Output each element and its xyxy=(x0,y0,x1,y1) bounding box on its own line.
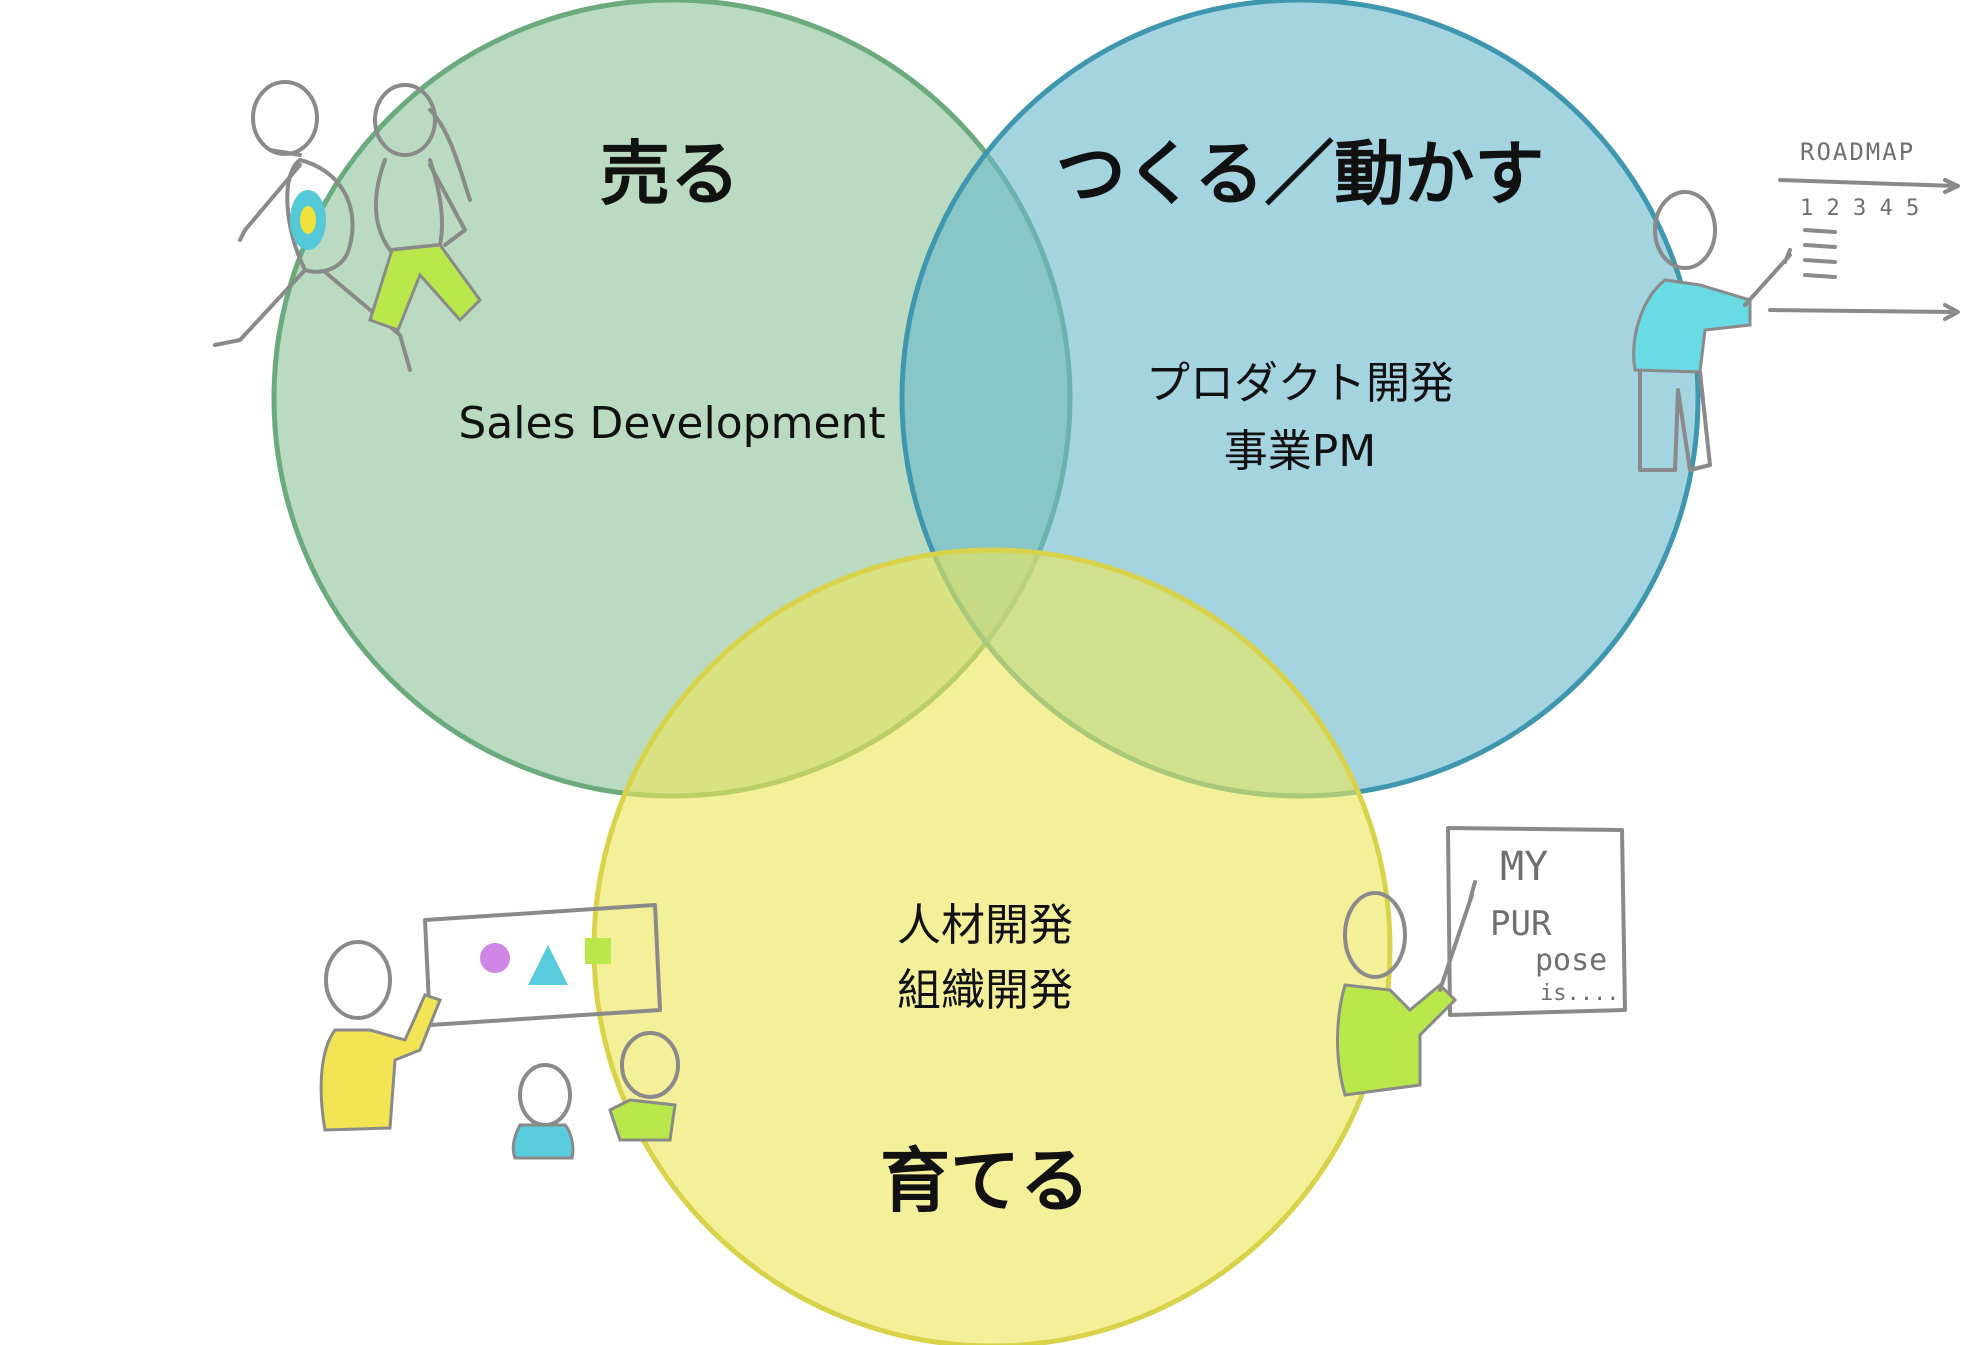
purpose-line-3: pose xyxy=(1535,943,1607,978)
circle-build-title: つくる／動かす xyxy=(1056,133,1545,215)
purpose-line-4: is.... xyxy=(1540,981,1619,1006)
venn-labels: 売る Sales Development つくる／動かす プロダクト開発 事業P… xyxy=(458,133,1544,1222)
purpose-line-2: PUR xyxy=(1490,904,1552,944)
circle-sell-title: 売る xyxy=(600,133,740,215)
roadmap-steps: 1 2 3 4 5 xyxy=(1800,196,1919,221)
purpose-line-1: MY xyxy=(1500,844,1548,890)
roadmap-heading: ROADMAP xyxy=(1800,138,1915,166)
venn-circles xyxy=(271,0,1701,1345)
circle-grow-line-1: 人材開発 xyxy=(897,900,1073,951)
purpose-board-icon: MY PUR pose is.... xyxy=(1336,826,1627,1097)
circle-build-line-2: 事業PM xyxy=(1224,426,1377,477)
circle-grow-line-2: 組織開発 xyxy=(897,965,1073,1016)
circle-grow-title: 育てる xyxy=(880,1140,1090,1222)
team-whiteboard-icon xyxy=(319,903,680,1160)
circle-sell-line-1: Sales Development xyxy=(458,398,885,449)
circle-build-line-1: プロダクト開発 xyxy=(1146,358,1454,409)
roadmap-icon: ROADMAP 1 2 3 4 5 xyxy=(1632,138,1960,472)
running-people-icon xyxy=(213,80,482,372)
